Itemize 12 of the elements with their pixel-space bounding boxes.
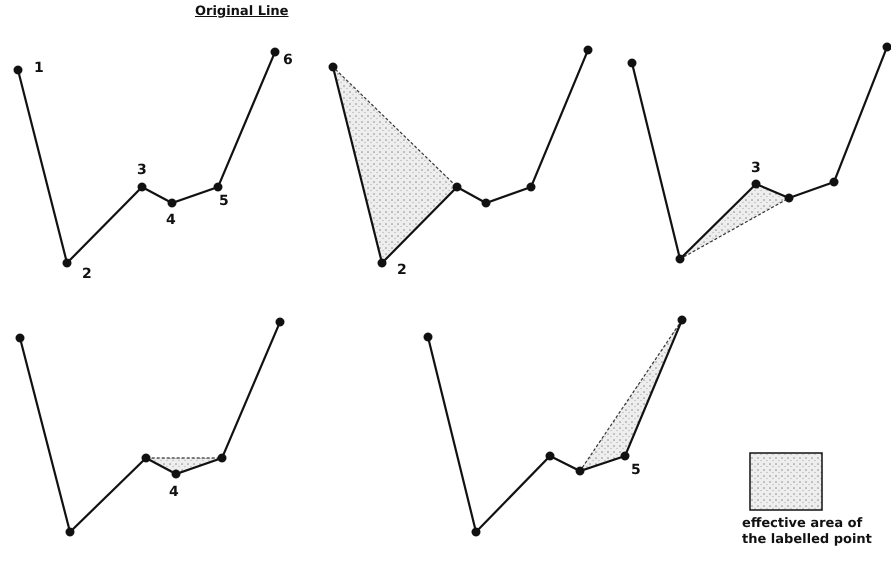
point-label: 2: [397, 262, 407, 278]
point-label: 1: [34, 60, 44, 76]
heading: Original Line: [195, 4, 289, 20]
point-label: 6: [283, 52, 293, 68]
point-label: 4: [166, 212, 176, 228]
point-label: 4: [169, 484, 179, 500]
legend-text: effective area of the labelled point: [742, 516, 873, 548]
point-label: 3: [137, 162, 147, 178]
point-label: 2: [82, 266, 92, 282]
point-label: 5: [631, 462, 641, 478]
point-label: 5: [219, 193, 229, 209]
point-label: 3: [751, 160, 761, 176]
